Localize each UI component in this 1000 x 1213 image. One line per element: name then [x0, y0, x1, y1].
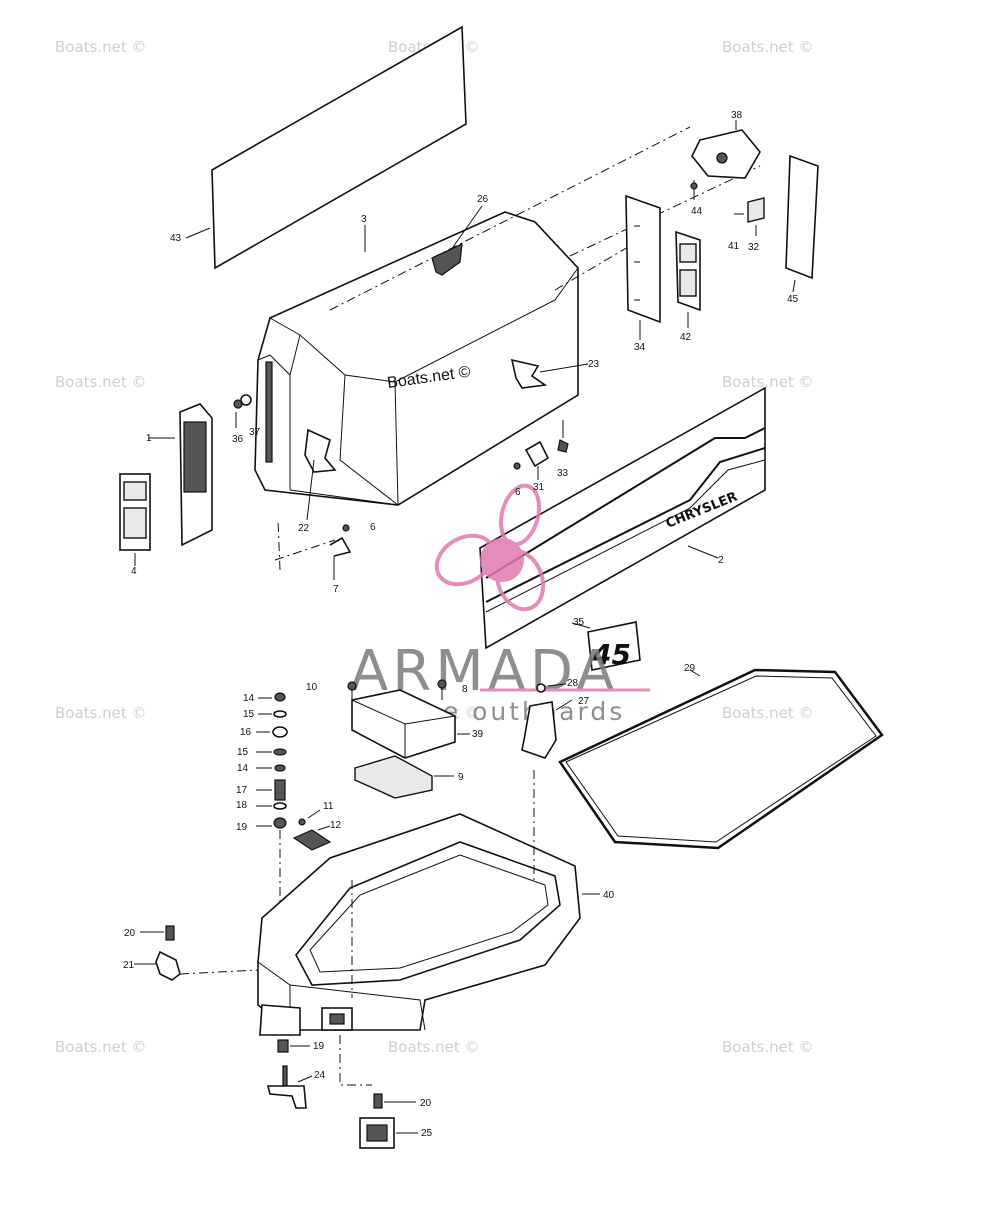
part-37-washer	[240, 394, 252, 406]
callout-35: 35	[573, 617, 585, 628]
spring-assembly	[272, 692, 288, 829]
callout-42: 42	[680, 332, 692, 343]
callout-4: 4	[131, 566, 137, 577]
callout-19: 19	[236, 822, 248, 833]
part-40-lower-pan	[257, 813, 581, 1036]
callout-6: 6	[515, 487, 521, 498]
callout-labels: 1 2 3 4 6 6 7 8 9 10 11 12 14 14 15 15 1…	[123, 110, 799, 1139]
part-12-plate	[292, 829, 332, 851]
callout-32: 32	[748, 242, 760, 253]
callout-26: 26	[477, 194, 489, 205]
callout-9: 9	[458, 772, 464, 783]
part-19-grommet	[277, 1039, 289, 1053]
callout-12: 12	[330, 820, 342, 831]
callout-6: 6	[370, 522, 376, 533]
part-7-bracket	[329, 536, 352, 557]
part-20-screw	[373, 1093, 383, 1109]
part-35-hp-decal: 45	[587, 621, 641, 671]
part-3-motor-cover	[254, 211, 579, 506]
part-1-intake-grille	[179, 403, 213, 547]
callout-31: 31	[533, 482, 545, 493]
callout-45: 45	[787, 294, 799, 305]
part-20-screw	[165, 925, 175, 941]
callout-3: 3	[361, 214, 367, 225]
part-32-bracket	[747, 197, 765, 223]
callout-37: 37	[249, 427, 261, 438]
callout-10: 10	[306, 682, 318, 693]
callout-15: 15	[237, 747, 249, 758]
callout-20: 20	[124, 928, 136, 939]
part-34-plate	[625, 194, 661, 324]
callout-19: 19	[313, 1041, 325, 1052]
callout-18: 18	[236, 800, 248, 811]
callout-27: 27	[578, 696, 590, 707]
callout-1: 1	[146, 433, 152, 444]
watermark: Boats.net ©	[722, 38, 814, 56]
callout-17: 17	[236, 785, 248, 796]
propeller-logo-icon	[434, 483, 546, 612]
callout-7: 7	[333, 584, 339, 595]
watermark: Boats.net ©	[722, 704, 814, 722]
watermark: Boats.net ©	[388, 1038, 480, 1056]
callout-22: 22	[298, 523, 310, 534]
watermark: Boats.net ©	[55, 38, 147, 56]
part-4-decal	[119, 473, 151, 551]
part-27-hinge-bracket	[521, 701, 557, 759]
part-29-seal	[558, 668, 884, 850]
callout-16: 16	[240, 727, 252, 738]
part-38-latch-bracket	[691, 129, 761, 179]
callout-39: 39	[472, 729, 484, 740]
callout-44: 44	[691, 206, 703, 217]
callout-33: 33	[557, 468, 569, 479]
part-42-decal	[675, 230, 701, 312]
watermark: Boats.net ©	[722, 1038, 814, 1056]
callout-11: 11	[323, 801, 334, 812]
callout-28: 28	[567, 678, 579, 689]
part-24-latch-lever	[266, 1065, 307, 1109]
watermark: Boats.net ©	[55, 373, 147, 391]
part-6-screw	[513, 462, 521, 470]
callout-43: 43	[170, 233, 182, 244]
callout-23: 23	[588, 359, 600, 370]
part-43-decal-sheet	[211, 25, 467, 270]
callout-36: 36	[232, 434, 244, 445]
callout-20: 20	[420, 1098, 432, 1109]
part-33-nut	[557, 439, 569, 453]
hp-decal-text: 45	[591, 638, 631, 671]
watermark: Boats.net ©	[55, 704, 147, 722]
part-28-bolt	[536, 683, 546, 693]
callout-24: 24	[314, 1070, 326, 1081]
watermark: Boats.net ©	[55, 1038, 147, 1056]
part-31-clip	[524, 440, 550, 468]
callout-21: 21	[123, 960, 135, 971]
part-10-screw	[347, 681, 357, 691]
callout-8: 8	[462, 684, 468, 695]
part-21-latch	[155, 950, 181, 981]
callout-38: 38	[731, 110, 743, 121]
callout-34: 34	[634, 342, 646, 353]
part-25-handle	[359, 1117, 395, 1149]
callout-14: 14	[237, 763, 249, 774]
watermark: Boats.net ©	[722, 373, 814, 391]
callout-14: 14	[243, 693, 255, 704]
part-45-decal	[785, 154, 819, 280]
part-8-screw	[437, 679, 447, 689]
callout-40: 40	[603, 890, 615, 901]
part-11-screw	[298, 818, 306, 826]
callout-15: 15	[243, 709, 255, 720]
callout-29: 29	[684, 663, 696, 674]
callout-25: 25	[421, 1128, 433, 1139]
callout-2: 2	[718, 555, 724, 566]
callout-41: 41	[728, 241, 740, 252]
part-39-module-box	[351, 689, 456, 759]
part-9-pad	[354, 755, 433, 799]
